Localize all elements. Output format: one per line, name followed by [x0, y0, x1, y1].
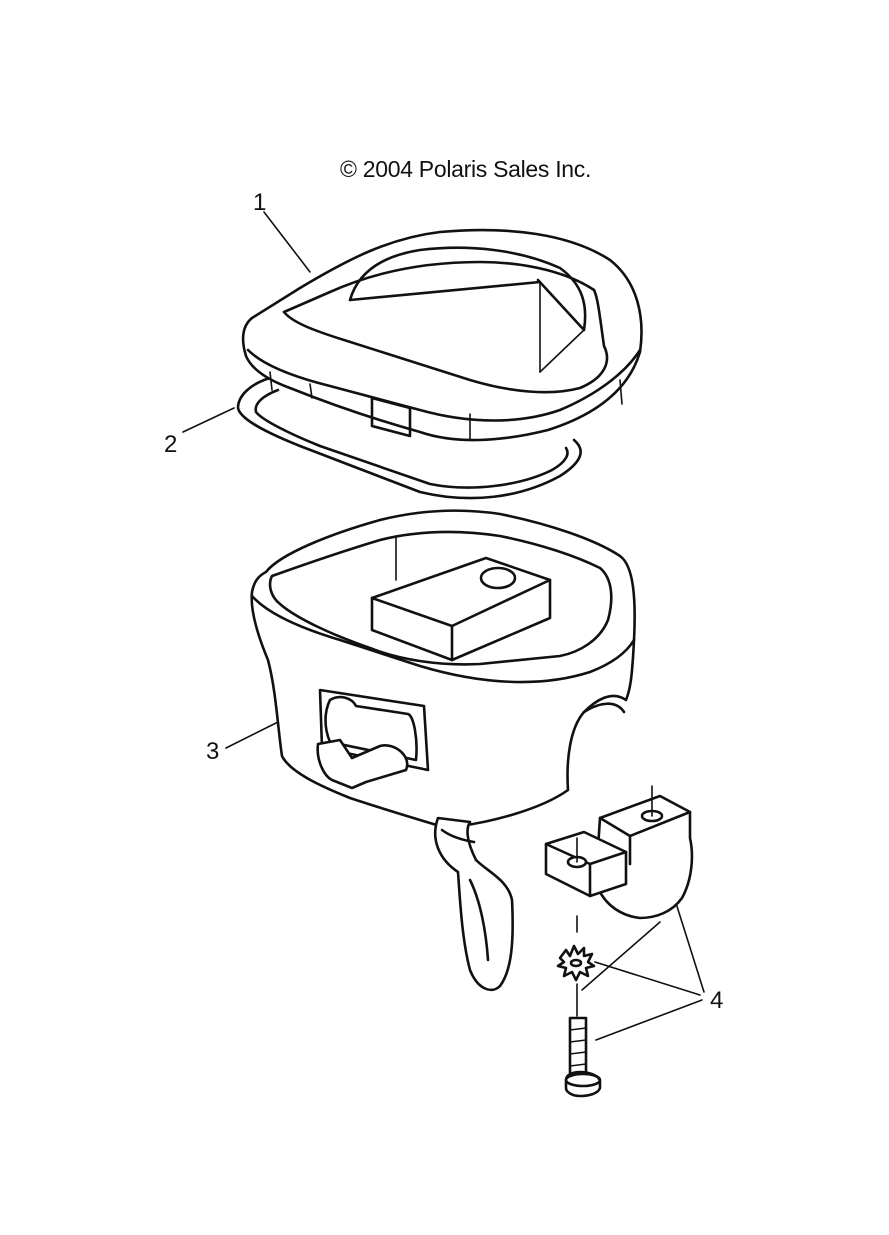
clamp-hardware	[544, 785, 694, 1098]
callout-3[interactable]: 3	[206, 738, 220, 765]
callout-4[interactable]: 4	[710, 987, 724, 1014]
gasket	[236, 376, 582, 500]
cover	[241, 228, 643, 442]
copyright-notice: © 2004 Polaris Sales Inc.	[340, 156, 592, 182]
leader-lines	[182, 211, 705, 1041]
callout-1[interactable]: 1	[253, 189, 267, 216]
callout-2[interactable]: 2	[164, 431, 178, 458]
throttle-housing	[250, 509, 636, 992]
